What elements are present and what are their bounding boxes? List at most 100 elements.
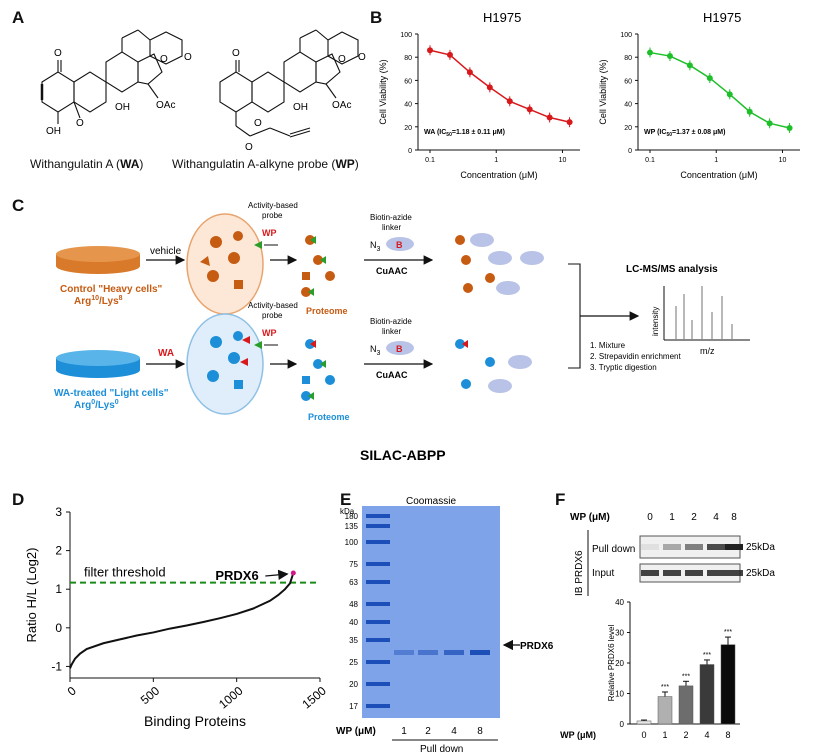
ladder-band xyxy=(366,514,390,518)
probe-icon-bottom xyxy=(254,341,262,349)
n3-bottom-n: N xyxy=(370,344,377,354)
wa-atom-oac: OAc xyxy=(156,100,175,111)
biotin-bottom xyxy=(386,341,414,355)
input-band xyxy=(707,570,725,576)
gel-sample-bands xyxy=(394,650,490,655)
heavy-iso-s2: 8 xyxy=(119,295,123,302)
y-tick-label: 30 xyxy=(615,629,624,638)
blot-lane-label: 4 xyxy=(713,512,719,523)
data-point xyxy=(506,98,513,105)
wa-treatment-label: WA xyxy=(158,348,174,359)
y-tick-label: 20 xyxy=(404,125,412,132)
step-2: 2. Strepavidin enrichment xyxy=(590,352,681,361)
panel-letter-e: E xyxy=(340,490,352,509)
prdx6-label: PRDX6 xyxy=(215,568,258,583)
heavy-iso-s1: 10 xyxy=(91,295,99,302)
y-tick-label: 0 xyxy=(628,148,632,155)
step-1: 1. Mixture xyxy=(590,341,626,350)
light-proteins xyxy=(207,331,243,389)
x-tick-label: 0.1 xyxy=(645,157,655,164)
ic50-suffix: =1.37 ± 0.08 μM) xyxy=(672,129,725,136)
data-point xyxy=(666,53,673,60)
withangulatin-a-structure xyxy=(40,29,183,124)
caption-wp: Withangulatin A-alkyne probe (WP) xyxy=(172,157,359,171)
bar xyxy=(699,664,715,725)
input-band xyxy=(641,570,659,576)
lane-label: 4 xyxy=(451,726,457,737)
y-axis-label: Cell Viability (%) xyxy=(598,59,608,124)
x-axis-label: Concentration (μM) xyxy=(680,170,757,180)
wp-atom-oh1: OH xyxy=(293,102,308,113)
marker-label: 100 xyxy=(345,538,359,547)
ladder-band xyxy=(366,620,390,624)
step-3: 3. Tryptic digestion xyxy=(590,363,657,372)
chart-title: H1975 xyxy=(703,10,741,25)
marker-label: 135 xyxy=(345,522,359,531)
significance-label: *** xyxy=(724,629,732,636)
wa-atom-o4: O xyxy=(184,52,192,63)
fit-curve xyxy=(429,49,570,123)
input-band xyxy=(725,570,743,576)
blot-bands xyxy=(641,544,743,576)
linker-top-2: linker xyxy=(382,223,401,232)
lane-label: 1 xyxy=(401,726,407,737)
caption-wp-name: Withangulatin A-alkyne probe ( xyxy=(172,157,336,171)
chart-title: H1975 xyxy=(483,10,521,25)
data-point xyxy=(706,75,713,82)
fit-curve xyxy=(649,51,790,129)
heavy-iso-arg: Arg xyxy=(74,296,91,307)
probe-label-top-2: probe xyxy=(262,211,283,220)
wp-atom-oac: OAc xyxy=(332,100,351,111)
data-point xyxy=(726,91,733,98)
x-axis-label: WP (μM) xyxy=(560,730,596,740)
ic50-suffix: =1.18 ± 0.11 μM) xyxy=(452,129,505,136)
merge-bracket xyxy=(568,263,581,369)
data-point xyxy=(446,51,453,58)
ladder-band xyxy=(366,562,390,566)
ladder-band xyxy=(366,638,390,642)
blot-size-input: 25kDa xyxy=(746,568,775,579)
ladder-band xyxy=(366,540,390,544)
y-tick-label: 80 xyxy=(624,55,632,62)
wp-atom-o3: O xyxy=(245,142,253,153)
data-point xyxy=(647,49,653,56)
x-tick-label: 10 xyxy=(559,157,567,164)
panel-letter-b: B xyxy=(370,8,383,27)
x-tick-label: 500 xyxy=(138,683,163,707)
ic50-prefix: WP (IC xyxy=(644,129,666,136)
y-axis-label: Relative PRDX6 level xyxy=(607,625,616,702)
y-tick-label: 100 xyxy=(620,32,632,39)
y-axis-label: Ratio H/L (Log2) xyxy=(24,548,39,643)
prdx6-point xyxy=(290,570,296,576)
proteome-bottom: Proteome xyxy=(308,412,350,422)
heavy-cells-isotopes: Arg10/Lys8 xyxy=(74,295,123,307)
y-tick-label: 40 xyxy=(615,598,624,607)
vehicle-label: vehicle xyxy=(150,246,182,257)
marker-label: 63 xyxy=(349,578,358,587)
linker-bottom-2: linker xyxy=(382,327,401,336)
marker-label: 35 xyxy=(349,636,358,645)
biotin-b-bottom: B xyxy=(396,344,403,354)
wp-atom-o5: O xyxy=(358,52,366,63)
wa-atom-oh2: OH xyxy=(115,102,130,113)
n3-bottom-sub: 3 xyxy=(377,350,381,357)
probe-label-top-1: Activity-based xyxy=(248,201,298,210)
caption-wa-abbr: WA xyxy=(120,157,140,171)
ms-x-label: m/z xyxy=(700,346,715,356)
data-point xyxy=(786,124,793,131)
x-tick-label: 1 xyxy=(494,157,498,164)
linker-bottom-1: Biotin-azide xyxy=(370,317,412,326)
lane-label: 8 xyxy=(477,726,483,737)
pulldown-band xyxy=(725,544,743,550)
x-tick-label: 1000 xyxy=(216,683,246,711)
bar xyxy=(678,685,694,725)
light-cells-isotopes: Arg0/Lys0 xyxy=(74,399,119,411)
heavy-cell xyxy=(186,213,264,315)
panel-c-workflow: Control "Heavy cells" Arg10/Lys8 vehicle… xyxy=(54,201,750,463)
panel-letter-a: A xyxy=(12,8,25,27)
probe-wp-bottom: WP xyxy=(262,328,277,338)
